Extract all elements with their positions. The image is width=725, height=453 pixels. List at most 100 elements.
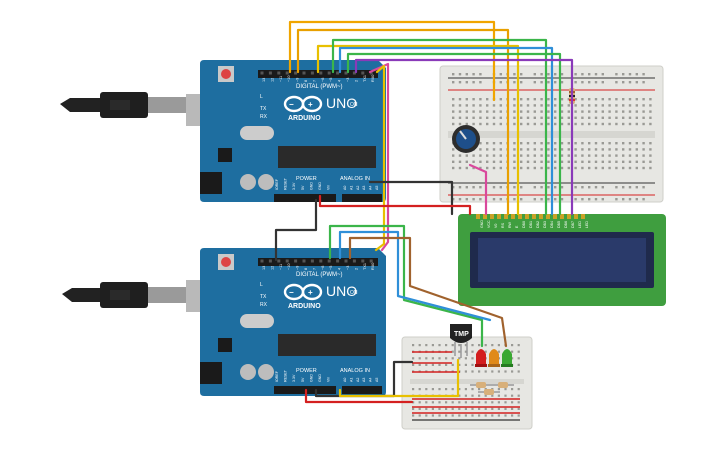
arduino-infinity-logo-icon: − + [283, 95, 323, 113]
lcd-pin-label: VCC [487, 220, 491, 228]
digital-pin[interactable] [327, 71, 331, 75]
wire-purple [354, 58, 574, 216]
lcd-pin[interactable] [560, 214, 564, 219]
digital-pin[interactable] [310, 71, 314, 75]
digital-pin[interactable] [260, 71, 264, 75]
lcd-pin[interactable] [490, 214, 494, 219]
svg-text:POWER: POWER [296, 368, 317, 374]
power-pin-label: IOREF [275, 178, 279, 190]
digital-pin[interactable] [361, 71, 365, 75]
digital-pin[interactable] [310, 259, 314, 263]
wire-brown-bottom [348, 236, 508, 348]
power-pin-label: GND [318, 182, 322, 190]
wire-green-bottom [328, 224, 484, 348]
digital-pin[interactable] [285, 71, 289, 75]
digital-pin[interactable] [369, 71, 373, 75]
digital-pin[interactable] [260, 259, 264, 263]
digital-pin-label: TX1 [363, 75, 367, 82]
digital-pin[interactable] [361, 259, 365, 263]
digital-pin-label: ~11 [279, 264, 283, 270]
digital-pin[interactable] [344, 71, 348, 75]
breadboard-top-holes [452, 73, 652, 201]
digital-pin[interactable] [302, 259, 306, 263]
lcd-pin[interactable] [504, 214, 508, 219]
lcd-pin-label: V0 [494, 224, 498, 228]
digital-pin-label: ~6 [321, 78, 325, 82]
usb-cable-icon [62, 288, 100, 302]
digital-pin[interactable] [344, 259, 348, 263]
lcd-pin[interactable] [518, 214, 522, 219]
lcd-pin[interactable] [574, 214, 578, 219]
digital-pin-label: 4 [338, 80, 342, 82]
digital-pin-label: 8 [304, 80, 308, 82]
lcd-pin[interactable] [539, 214, 543, 219]
digital-pin[interactable] [336, 71, 340, 75]
svg-text:DIGITAL (PWM~): DIGITAL (PWM~) [296, 84, 343, 90]
digital-pin[interactable] [294, 71, 298, 75]
led-green[interactable] [501, 349, 513, 367]
digital-pin[interactable] [268, 259, 272, 263]
svg-text:ANALOG IN: ANALOG IN [340, 176, 370, 182]
lcd-pin[interactable] [497, 214, 501, 219]
lcd-pin-label: GND [480, 220, 484, 228]
digital-pin-label: ~3 [346, 78, 350, 82]
digital-pin[interactable] [285, 259, 289, 263]
digital-pin[interactable] [277, 71, 281, 75]
resistor-bottom-3[interactable] [492, 382, 514, 388]
led-red[interactable] [475, 349, 487, 367]
lcd-pin[interactable] [553, 214, 557, 219]
digital-pin-label: ~6 [321, 266, 325, 270]
digital-pin-label: RX0 [371, 263, 375, 270]
svg-text:L: L [260, 94, 263, 100]
digital-pin[interactable] [319, 71, 323, 75]
digital-pin[interactable] [352, 259, 356, 263]
lcd-pin[interactable] [483, 214, 487, 219]
analog-pin-label: A4 [369, 186, 373, 190]
wire-yellow-bottom [338, 358, 460, 398]
digital-pin[interactable] [369, 259, 373, 263]
wires [274, 20, 574, 404]
temperature-sensor-icon[interactable]: TMP [450, 324, 472, 358]
digital-pin-label: ~9 [296, 266, 300, 270]
digital-pin[interactable] [336, 259, 340, 263]
lcd-pin[interactable] [581, 214, 585, 219]
lcd-pin[interactable] [511, 214, 515, 219]
digital-pin[interactable] [352, 71, 356, 75]
lcd-pin[interactable] [476, 214, 480, 219]
wire-black-lcd [368, 180, 454, 216]
resistor-bottom-1[interactable] [470, 382, 492, 388]
digital-pin[interactable] [319, 259, 323, 263]
led-orange[interactable] [488, 349, 500, 367]
analog-pin-label: A1 [349, 378, 353, 382]
svg-text:ANALOG IN: ANALOG IN [340, 368, 370, 374]
lcd-pin[interactable] [532, 214, 536, 219]
wire-red-top [318, 194, 472, 216]
breadboard-bottom[interactable] [401, 336, 533, 430]
svg-text:DIGITAL (PWM~): DIGITAL (PWM~) [296, 272, 343, 278]
digital-pin[interactable] [294, 259, 298, 263]
analog-pin-label: A2 [356, 378, 360, 382]
wire-green-1 [331, 38, 548, 216]
lcd-pin[interactable] [525, 214, 529, 219]
lcd-pin[interactable] [567, 214, 571, 219]
lcd-pin-label: DB0 [522, 221, 526, 228]
resistor-bottom-2[interactable] [478, 389, 500, 395]
digital-pin[interactable] [302, 71, 306, 75]
digital-pin-label: 7 [312, 80, 316, 82]
digital-pin[interactable] [327, 259, 331, 263]
digital-pin-label: ~5 [329, 78, 333, 82]
digital-pin[interactable] [277, 259, 281, 263]
digital-pin-label: ~9 [296, 78, 300, 82]
arduino-infinity-logo-icon: − + [283, 283, 323, 301]
potentiometer-icon[interactable] [452, 125, 480, 153]
svg-text:RX: RX [260, 302, 268, 308]
wire-pink-top [368, 62, 390, 252]
digital-pin[interactable] [268, 71, 272, 75]
lcd-pin[interactable] [546, 214, 550, 219]
